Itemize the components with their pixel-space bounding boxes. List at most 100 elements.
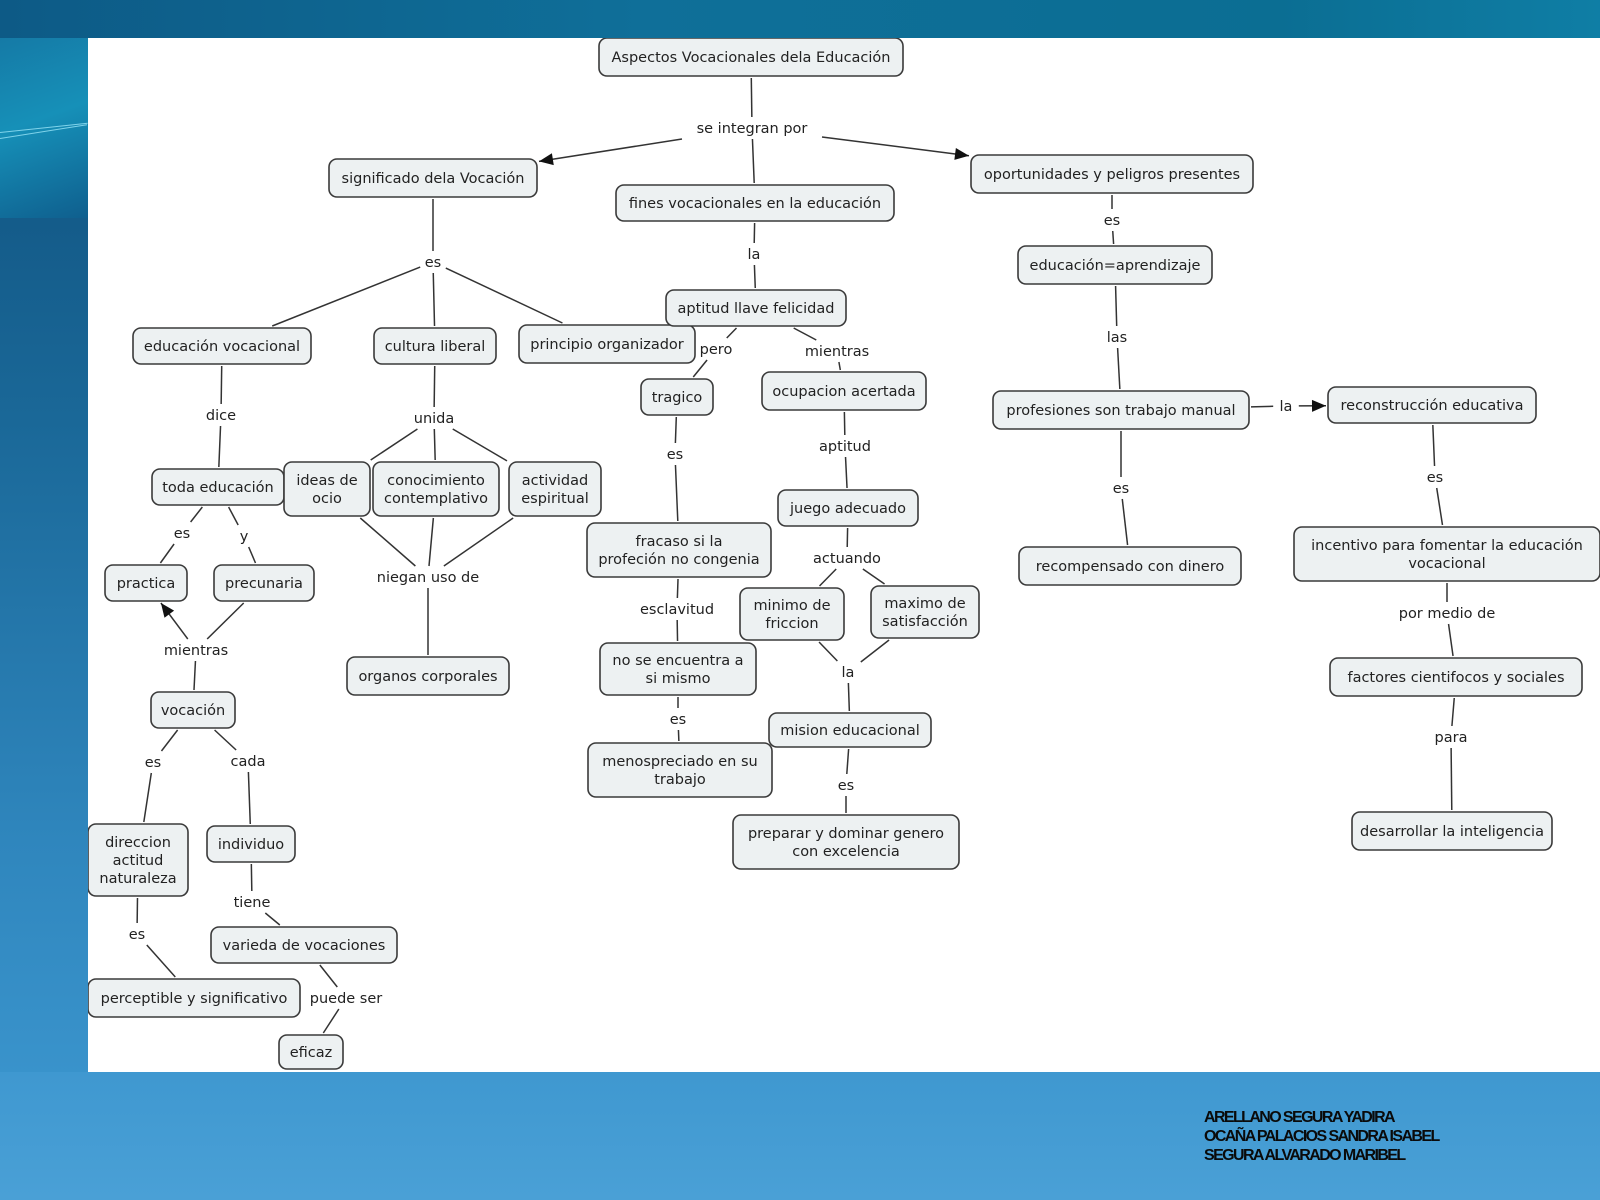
concept-node[interactable]: tragico xyxy=(640,378,714,416)
concept-node-label: naturaleza xyxy=(99,871,176,887)
concept-node[interactable]: precunaria xyxy=(213,564,315,602)
link-phrase: unida xyxy=(414,411,455,427)
concept-node[interactable]: maximo de satisfacción xyxy=(870,585,980,639)
link-phrase: la xyxy=(748,247,761,263)
concept-node-label: minimo de xyxy=(753,598,830,614)
connector-line xyxy=(1114,285,1118,327)
concept-node-box xyxy=(518,324,696,364)
connector-line xyxy=(206,602,245,640)
concept-node[interactable]: practica xyxy=(104,564,188,602)
concept-node-box xyxy=(1329,657,1583,697)
concept-node[interactable]: individuo xyxy=(206,825,296,863)
author-name: SEGURA ALVARADO MARIBEL xyxy=(1204,1147,1406,1164)
concept-node-label: tragico xyxy=(652,390,703,406)
concept-node-label: fracaso si la xyxy=(636,534,723,550)
connector-line xyxy=(818,568,837,587)
concept-node[interactable]: profesiones son trabajo manual xyxy=(992,390,1250,430)
connector-line xyxy=(753,264,757,289)
concept-node[interactable]: aptitud llave felicidad xyxy=(665,289,847,327)
connector-line xyxy=(445,267,563,324)
concept-node[interactable]: oportunidades y peligros presentes xyxy=(970,154,1254,194)
concept-node[interactable]: reconstrucción educativa xyxy=(1327,386,1537,424)
concept-node[interactable]: factores cientifocos y sociales xyxy=(1329,657,1583,697)
concept-node[interactable]: no se encuentra asi mismo xyxy=(599,642,757,696)
concept-node-label: satisfacción xyxy=(882,614,968,630)
concept-node[interactable]: juego adecuado xyxy=(777,489,919,527)
concept-node[interactable]: eficaz xyxy=(278,1034,344,1070)
concept-node-box xyxy=(739,587,845,641)
concept-node[interactable]: varieda de vocaciones xyxy=(210,926,398,964)
connector-line xyxy=(190,506,203,523)
concept-node-box xyxy=(213,564,315,602)
concept-node[interactable]: cultura liberal xyxy=(373,327,497,365)
concept-nodes: Aspectos Vocacionales dela Educación sign… xyxy=(88,38,1600,1070)
concept-node[interactable]: minimo de friccion xyxy=(739,587,845,641)
connector-line xyxy=(1451,697,1455,727)
concept-node-box xyxy=(372,461,500,517)
concept-node-label: organos corporales xyxy=(358,669,497,685)
connector-line xyxy=(359,517,416,567)
link-phrase: es xyxy=(667,447,683,463)
concept-node[interactable]: educación=aprendizaje xyxy=(1017,245,1213,285)
concept-node-label: oportunidades y peligros presentes xyxy=(984,167,1240,183)
connector-line xyxy=(146,944,176,978)
connector-line xyxy=(193,660,197,691)
concept-node-label: maximo de xyxy=(884,596,965,612)
concept-node[interactable]: educación vocacional xyxy=(132,327,312,365)
concept-node[interactable]: incentivo para fomentar la educaciónvoca… xyxy=(1293,526,1600,582)
concept-node[interactable]: desarrollar la inteligencia xyxy=(1351,811,1553,851)
concept-node-label: eficaz xyxy=(290,1045,333,1061)
slide-header-band xyxy=(0,0,1600,38)
concept-node-label: ocupacion acertada xyxy=(772,384,915,400)
link-phrase: niegan uso de xyxy=(377,570,479,586)
connector-line xyxy=(428,517,435,567)
link-phrase: cada xyxy=(231,754,266,770)
concept-node[interactable]: mision educacional xyxy=(768,712,932,748)
concept-node[interactable]: toda educación xyxy=(151,468,285,506)
concept-node-box xyxy=(88,978,301,1018)
connector-line xyxy=(159,543,175,564)
concept-node[interactable]: Aspectos Vocacionales dela Educación xyxy=(598,38,904,77)
concept-node-box xyxy=(346,656,510,696)
concept-node-label: toda educación xyxy=(162,480,274,496)
concept-node-label: desarrollar la inteligencia xyxy=(1360,824,1544,840)
concept-node[interactable]: ocupacion acertada xyxy=(761,371,927,411)
concept-node[interactable]: organos corporales xyxy=(346,656,510,696)
concept-node-box xyxy=(665,289,847,327)
connector-line xyxy=(143,772,153,823)
connector-line xyxy=(1116,347,1121,390)
concept-node-label: menospreciado en su xyxy=(602,754,757,770)
concept-node[interactable]: principio organizador xyxy=(518,324,696,364)
concept-node-box xyxy=(88,823,189,897)
link-phrase: la xyxy=(1280,399,1293,415)
concept-node[interactable]: significado dela Vocación xyxy=(328,158,538,198)
connector-line xyxy=(846,748,850,775)
connector-line xyxy=(838,361,842,371)
concept-node-label: mision educacional xyxy=(780,723,920,739)
link-phrase: tiene xyxy=(234,895,271,911)
concept-node-box xyxy=(150,691,236,729)
concept-node-label: cultura liberal xyxy=(385,339,486,355)
concept-node[interactable]: vocación xyxy=(150,691,236,729)
concept-node-box xyxy=(992,390,1250,430)
concept-node[interactable]: recompensado con dinero xyxy=(1018,546,1242,586)
link-phrase: mientras xyxy=(805,344,869,360)
concept-node-label: practica xyxy=(117,576,176,592)
concept-node[interactable]: fines vocacionales en la educación xyxy=(615,184,895,222)
connector-line xyxy=(726,327,738,339)
connector-line xyxy=(247,771,252,825)
concept-node-label: friccion xyxy=(765,616,818,632)
concept-node-box xyxy=(278,1034,344,1070)
connector-line xyxy=(160,729,179,752)
concept-node-label: educación vocacional xyxy=(144,339,300,355)
concept-node[interactable]: perceptible y significativo xyxy=(88,978,301,1018)
connector-line xyxy=(862,568,885,585)
concept-node-box xyxy=(1293,526,1600,582)
